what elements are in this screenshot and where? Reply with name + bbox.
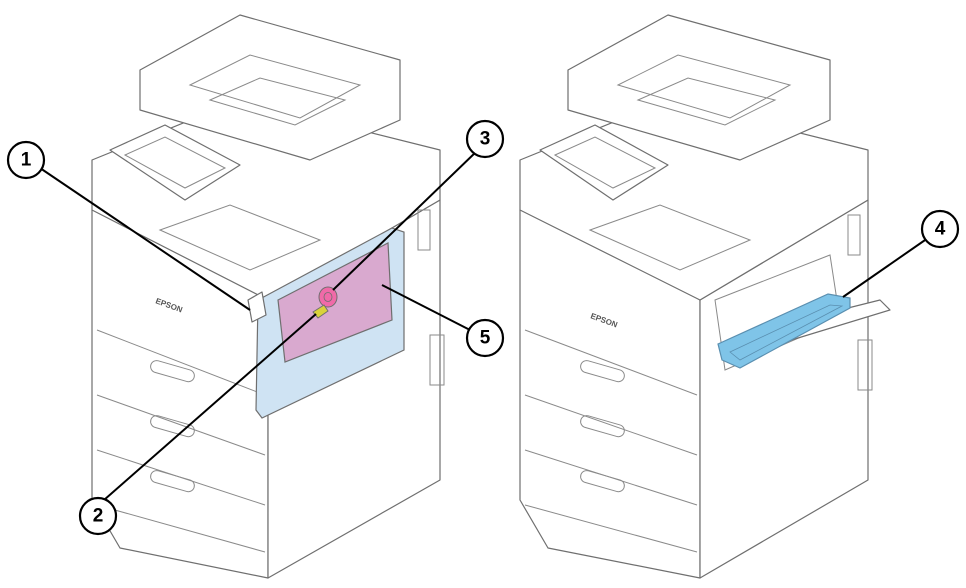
- callout-2-circle: [78, 496, 118, 536]
- callout-2-label: 2: [93, 506, 104, 527]
- callout-2-leader: [103, 313, 317, 501]
- side-latch: [247, 291, 267, 323]
- printer-right: EPSON: [519, 14, 891, 579]
- callout-3-label: 3: [480, 129, 491, 150]
- lever-icon: [312, 304, 329, 319]
- bypass-tray: [717, 293, 851, 369]
- printer-right-control-panel: [539, 124, 669, 201]
- callout-5-circle: [465, 318, 505, 358]
- printer-left-control-panel: [109, 124, 241, 201]
- callout-4-leader: [842, 237, 929, 298]
- callout-3-circle: [465, 119, 505, 159]
- knob-icon: [318, 286, 338, 308]
- callout-5-leader: [381, 284, 471, 331]
- callout-4-circle: [920, 209, 960, 249]
- printer-right-adf: [567, 14, 831, 161]
- callout-1-leader: [39, 167, 251, 311]
- callout-3-leader: [332, 149, 479, 291]
- callout-1-label: 1: [21, 150, 32, 171]
- callout-4-label: 4: [935, 219, 946, 240]
- printer-left: EPSON: [91, 14, 445, 579]
- callout-1-circle: [6, 140, 46, 180]
- callout-5-label: 5: [480, 328, 491, 349]
- callouts: 1 2 3 4 5: [6, 119, 960, 536]
- printer-left-adf: [139, 14, 401, 161]
